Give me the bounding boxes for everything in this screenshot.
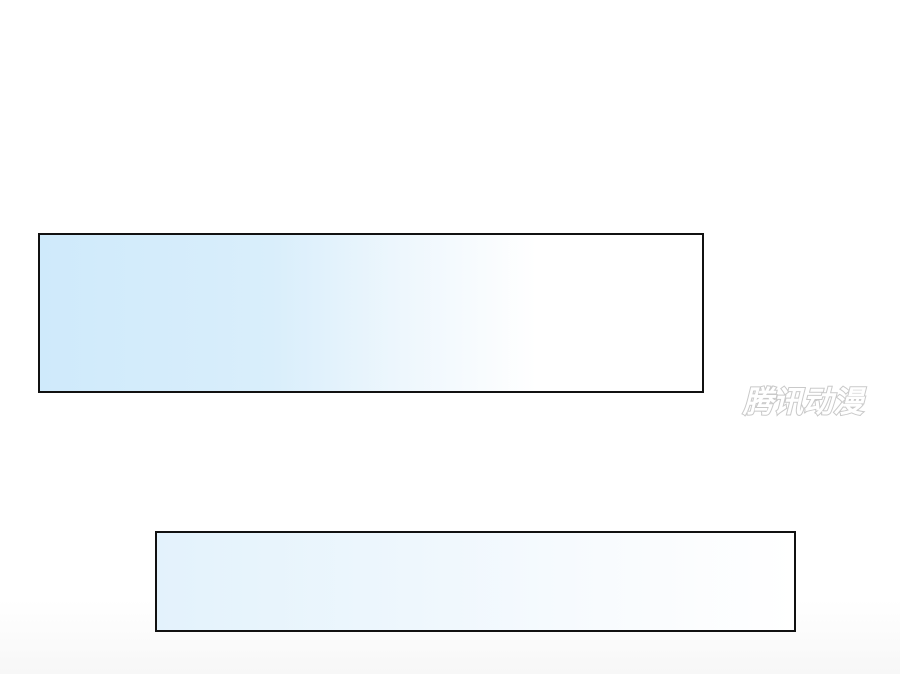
- comic-panel-bottom: [155, 531, 796, 632]
- watermark-text: 腾讯动漫: [742, 385, 867, 420]
- comic-panel-top: [38, 233, 704, 393]
- watermark-logo: 腾讯动漫: [741, 384, 868, 421]
